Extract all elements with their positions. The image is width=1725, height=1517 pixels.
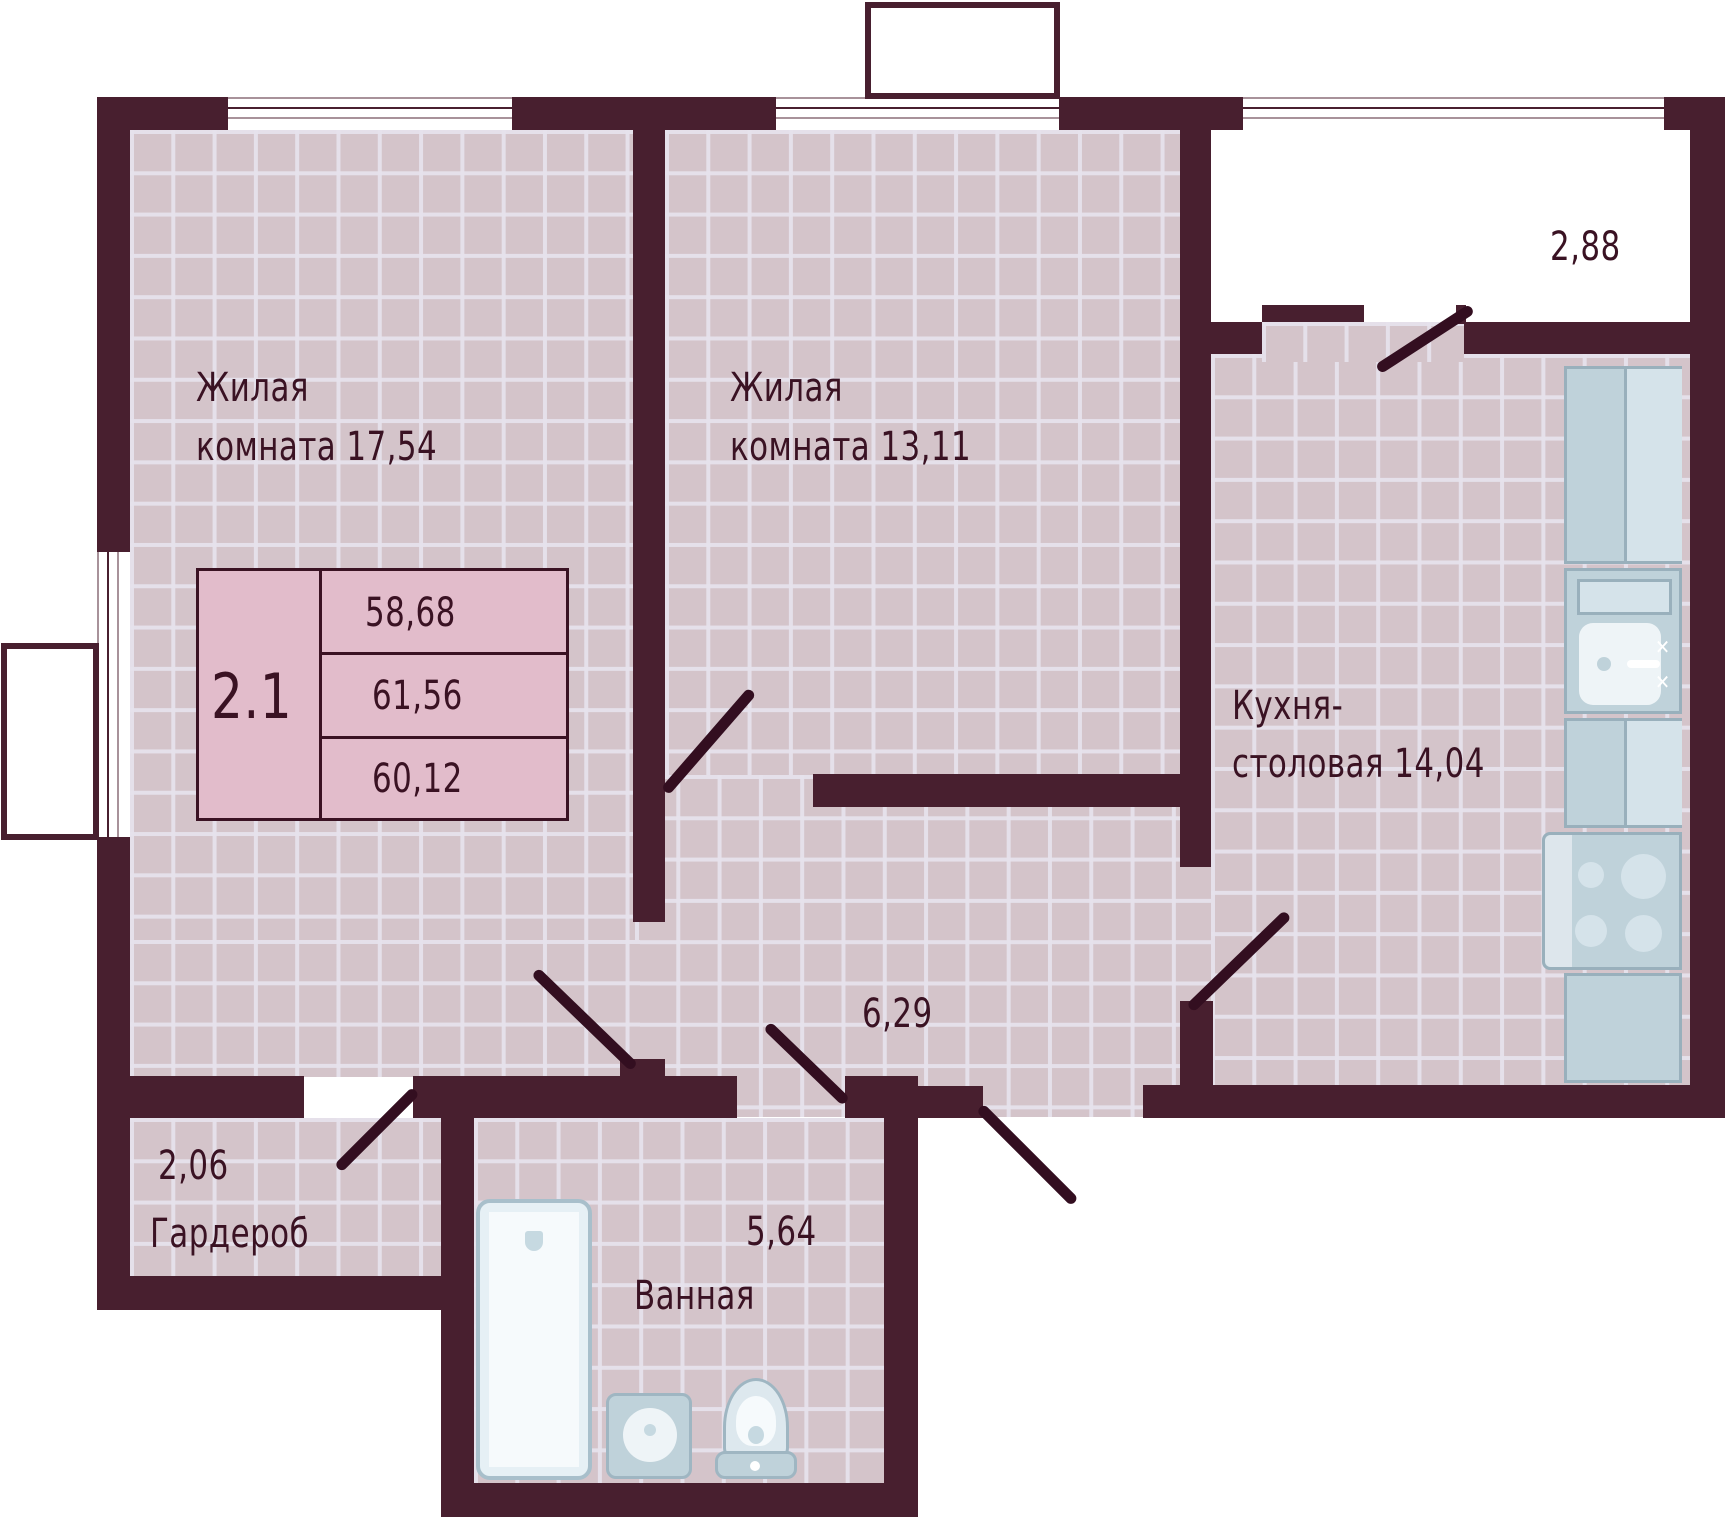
window-bay-left — [1, 643, 99, 840]
hallway-area: 6,29 — [862, 991, 933, 1037]
door-entrance[interactable] — [976, 1103, 1079, 1207]
reduced-area-value: 60,12 — [372, 756, 463, 802]
floor-hallway-left — [130, 940, 640, 1077]
wall-bathroom-left — [441, 1087, 474, 1515]
bathroom-name: Ванная — [634, 1273, 755, 1319]
wall-balcony-left — [1211, 322, 1262, 354]
living-room-1-name: Жилая — [196, 365, 309, 411]
fridge-icon — [1564, 366, 1682, 564]
window-balcony — [1243, 97, 1667, 119]
area-row-divider-1 — [322, 652, 566, 655]
wall-hall-bottom-stub — [918, 1086, 983, 1118]
window-left — [97, 552, 119, 838]
total-area-value: 61,56 — [372, 673, 463, 719]
wall-top-3 — [1059, 97, 1243, 130]
living-room-1-area: комната 17,54 — [196, 424, 438, 470]
window-top-2 — [776, 97, 1059, 119]
window-bay-top — [865, 2, 1060, 99]
balcony-area: 2,88 — [1550, 224, 1621, 270]
wall-top-2 — [512, 97, 776, 130]
apartment-code-cell — [199, 571, 322, 818]
wall-kitchen-bottom — [1143, 1085, 1725, 1118]
wall-kitchen-door-jamb — [1182, 1001, 1213, 1089]
apartment-info-box: 2.1 58,68 61,56 60,12 — [196, 568, 569, 821]
wall-right — [1690, 97, 1725, 1118]
stove-icon — [1542, 832, 1682, 970]
wall-bottom-wardrobe — [97, 1276, 474, 1310]
floor-living-room-2 — [665, 130, 1182, 775]
wall-wardrobe-top — [130, 1076, 304, 1118]
wall-hall-partition — [813, 774, 1180, 807]
wall-bathroom-bottom — [441, 1483, 918, 1517]
wall-balcony-sill — [1262, 305, 1364, 322]
wall-kitchen-left-upper — [1180, 130, 1211, 867]
living-room-2-name: Жилая — [730, 365, 843, 411]
bathroom-area: 5,64 — [746, 1209, 817, 1255]
kitchen-area: столовая 14,04 — [1232, 741, 1485, 787]
wardrobe-name: Гардероб — [150, 1211, 310, 1257]
kitchen-name: Кухня- — [1232, 683, 1344, 729]
floor-wardrobe — [130, 1118, 441, 1276]
bathtub-icon — [476, 1199, 592, 1480]
wall-balcony-right — [1464, 322, 1690, 354]
wall-living-divider — [633, 130, 665, 922]
living-room-2-area: комната 13,11 — [730, 424, 972, 470]
wardrobe-area: 2,06 — [158, 1143, 229, 1189]
apartment-code: 2.1 — [211, 660, 293, 733]
kitchen-counter-icon — [1564, 973, 1682, 1083]
wall-bath-top — [413, 1076, 737, 1118]
toilet-icon — [715, 1378, 797, 1479]
window-top-1 — [228, 97, 512, 119]
area-row-divider-2 — [322, 736, 566, 739]
wall-left-upper — [97, 97, 130, 552]
wall-bath-door-jamb — [845, 1076, 918, 1118]
wall-left-lower — [97, 837, 130, 1310]
kitchen-sink-icon: ✕ ✕ — [1564, 568, 1682, 714]
wall-bathroom-right — [884, 1087, 918, 1517]
kitchen-cabinet-icon — [1564, 718, 1682, 828]
washbasin-icon — [606, 1393, 692, 1479]
floor-hallway — [635, 775, 1211, 1117]
living-area-value: 58,68 — [365, 590, 456, 636]
